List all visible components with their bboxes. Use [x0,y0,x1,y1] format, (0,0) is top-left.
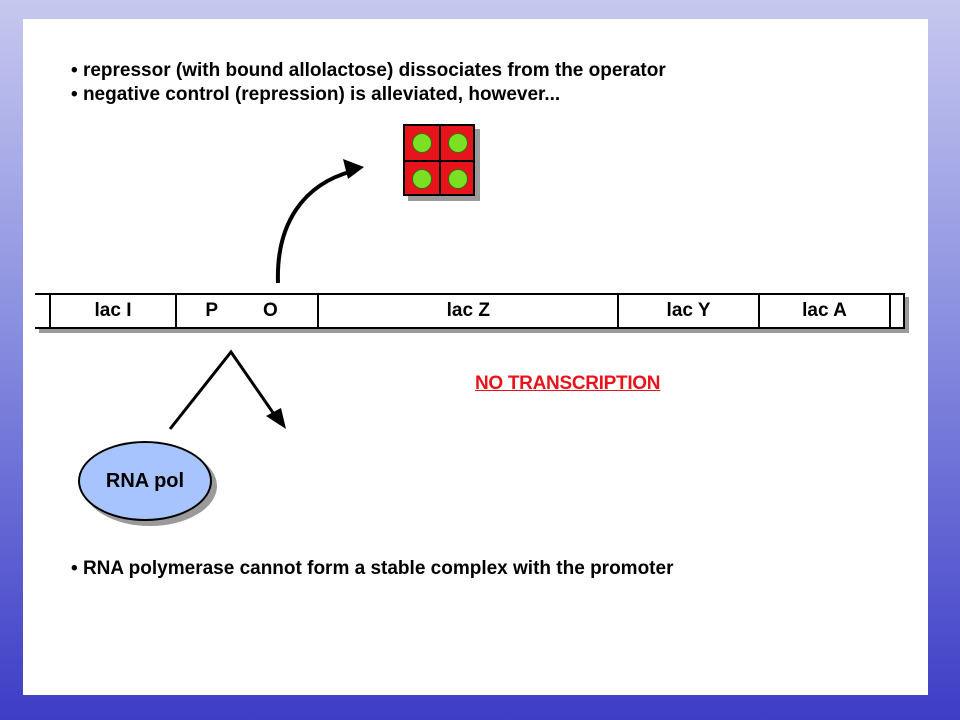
bullet-repressor-dissociates: repressor (with bound allolactose) disso… [71,59,666,83]
dissociation-arrowhead [343,159,364,179]
top-bullets: repressor (with bound allolactose) disso… [71,59,666,107]
repressor-complex [403,124,475,196]
rna-pol-approach-arrowhead [266,408,286,429]
rna-pol-label: RNA pol [105,469,185,492]
gene-lac-a: lac A [757,295,890,327]
allolactose-dot [448,169,468,189]
allolactose-dot [412,169,432,189]
dna-flank-left [35,295,49,327]
rna-polymerase: RNA pol [78,441,212,521]
slide-panel: repressor (with bound allolactose) disso… [23,19,928,695]
dissociation-arrow [275,169,354,284]
gene-lac-y: lac Y [617,295,757,327]
rna-pol-approach-arrow [168,349,278,430]
lac-operon: lac I P O lac Z lac Y lac A [35,293,905,329]
bullet-rna-polymerase: RNA polymerase cannot form a stable comp… [71,557,674,581]
dna-flank-right [889,295,903,327]
arrows-layer [168,159,364,430]
promoter-operator-region: P O [175,295,317,327]
repressor-divider-horizontal [405,160,473,162]
promoter-label: P [205,300,219,321]
allolactose-dot [412,133,432,153]
gene-lac-z: lac Z [317,295,617,327]
bullet-negative-control: negative control (repression) is allevia… [71,83,666,107]
gene-lac-i: lac I [48,295,176,327]
allolactose-dot [448,133,468,153]
operator-label: O [263,300,278,321]
no-transcription-label: NO TRANSCRIPTION [475,373,661,394]
